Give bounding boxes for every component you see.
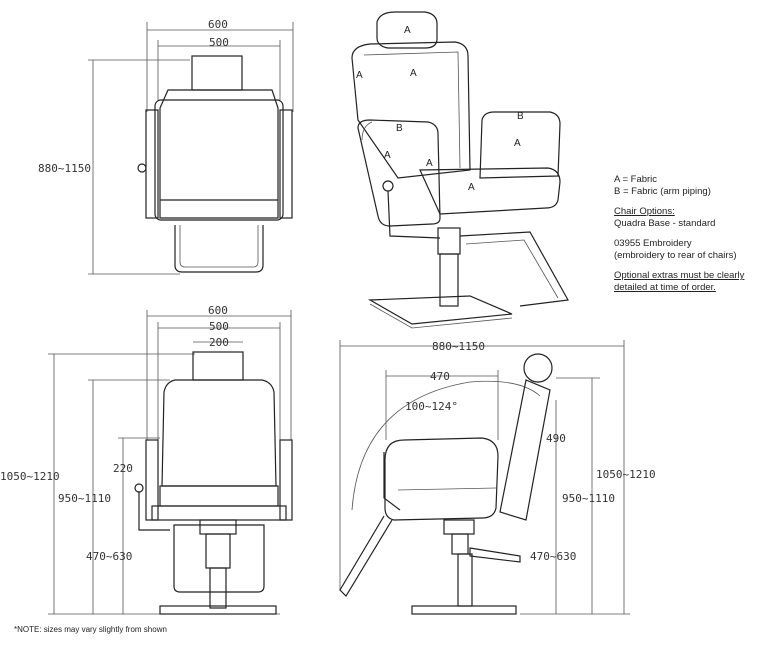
iso-label-b: B [517, 111, 524, 122]
iso-label-a: A [468, 182, 475, 193]
iso-label-a: A [426, 158, 433, 169]
iso-label-a: A [410, 68, 417, 79]
front-arm-height: 220 [113, 462, 133, 475]
embroidery-line: 03955 Embroidery [614, 238, 692, 249]
side-seat-height: 470~630 [530, 550, 576, 563]
iso-label-a: A [356, 70, 363, 81]
side-back-height: 950~1110 [562, 492, 615, 505]
top-view: 600 500 880~1150 [38, 18, 294, 275]
legend-fabric: A = Fabric [614, 174, 658, 185]
legend-arm-piping: B = Fabric (arm piping) [614, 185, 711, 197]
extras-line: Optional extras must be clearly [614, 270, 745, 281]
side-view: 880~1150 470 100~124° 490 950~1110 1050~… [339, 340, 656, 615]
iso-label-a: A [384, 150, 391, 161]
embroidery-note: (embroidery to rear of chairs) [614, 249, 737, 261]
front-seat-height: 470~630 [86, 550, 132, 563]
front-width-outer: 600 [208, 304, 228, 317]
extras-line-2: detailed at time of order. [614, 281, 716, 293]
top-width-outer: 600 [208, 18, 228, 31]
top-width-inner: 500 [209, 36, 229, 49]
front-headrest-width: 200 [209, 336, 229, 349]
iso-label-a: A [404, 25, 411, 36]
top-height: 880~1150 [38, 162, 91, 175]
options-line: Quadra Base - standard [614, 217, 716, 229]
iso-label-b: B [396, 123, 403, 134]
side-depth: 880~1150 [432, 340, 485, 353]
options-heading: Chair Options: [614, 206, 675, 217]
side-total-height: 1050~1210 [596, 468, 656, 481]
front-total-height: 1050~1210 [0, 470, 60, 483]
side-recline: 100~124° [405, 400, 458, 413]
front-width-inner: 500 [209, 320, 229, 333]
legend: A = Fabric B = Fabric (arm piping) Chair… [614, 174, 764, 293]
size-note: *NOTE: sizes may vary slightly from show… [14, 625, 167, 634]
side-seat-depth: 470 [430, 370, 450, 383]
iso-label-a: A [514, 138, 521, 149]
front-back-height: 950~1110 [58, 492, 111, 505]
side-back-length: 490 [546, 432, 566, 445]
isometric-view: A A A B B A A A A [351, 11, 569, 329]
front-view: 600 500 200 1050~1210 950~1110 220 470~6… [0, 304, 293, 615]
